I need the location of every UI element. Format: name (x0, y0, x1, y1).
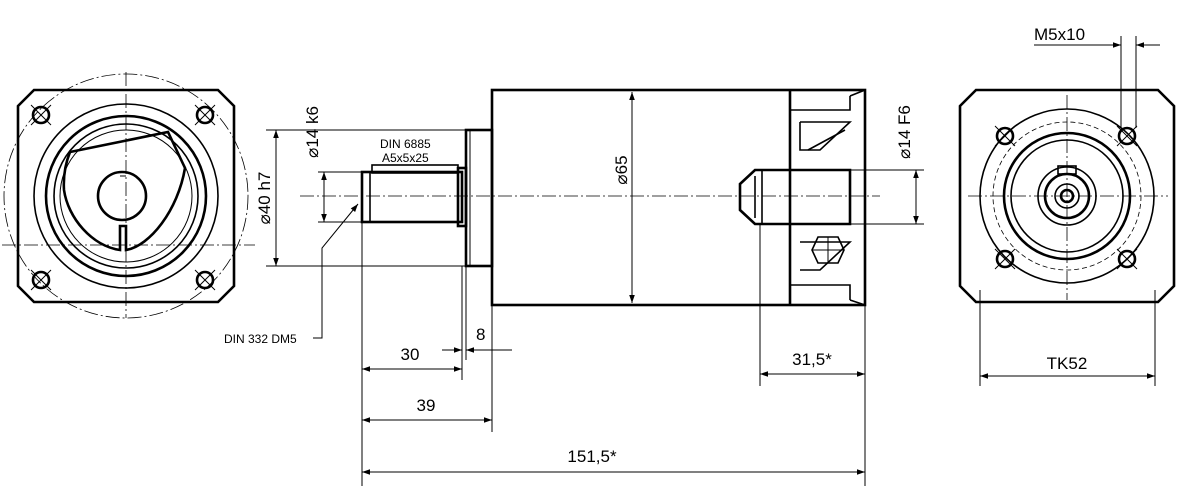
label-overall-length: 151,5* (567, 447, 617, 466)
label-shaft-diameter: ⌀14 k6 (303, 106, 322, 158)
label-flange-thickness: 8 (476, 325, 485, 344)
mounting-hole-bl (30, 269, 52, 291)
label-front-length: 39 (417, 396, 436, 415)
label-rear-length: 31,5* (792, 350, 832, 369)
front-view-left (2, 72, 255, 319)
dim-bore-diameter: ⌀14 F6 (850, 105, 924, 225)
label-center-hole: DIN 332 DM5 (224, 332, 297, 346)
label-shaft-length: 30 (401, 345, 420, 364)
dim-thread: M5x10 (1034, 25, 1160, 128)
end-hole-br (1116, 248, 1138, 270)
dim-shaft-diameter: ⌀14 k6 (303, 106, 362, 223)
end-view-right (958, 88, 1176, 304)
label-centering-diameter: ⌀40 h7 (255, 172, 274, 225)
label-thread: M5x10 (1034, 25, 1085, 44)
dim-centering-diameter: ⌀40 h7 (255, 129, 466, 267)
end-hole-tl (994, 125, 1016, 147)
label-pitch-circle: TK52 (1047, 354, 1088, 373)
side-view (300, 88, 880, 307)
mounting-hole-br (194, 269, 216, 291)
mounting-hole-tl (30, 104, 52, 126)
dim-front-length: 39 (362, 396, 492, 423)
mounting-hole-tr (194, 104, 216, 126)
label-key-standard: DIN 6885 (380, 137, 431, 151)
dim-shaft-length: 30 (362, 345, 462, 372)
dim-body-diameter: ⌀65 (612, 92, 635, 303)
dim-overall-length: 151,5* (362, 447, 865, 475)
dim-rear-length: 31,5* (760, 350, 865, 377)
key-callout: DIN 6885 A5x5x25 (380, 137, 431, 165)
center-hole-callout: DIN 332 DM5 (224, 203, 359, 346)
label-key-size: A5x5x25 (382, 151, 429, 165)
label-body-diameter: ⌀65 (612, 155, 631, 184)
dim-flange-thickness: 8 (442, 325, 512, 353)
hex-socket-screw (811, 236, 845, 264)
end-hole-bl (994, 248, 1016, 270)
dim-pitch-circle: TK52 (979, 290, 1156, 386)
label-bore-diameter: ⌀14 F6 (895, 105, 914, 159)
end-hole-tr (1116, 125, 1138, 147)
